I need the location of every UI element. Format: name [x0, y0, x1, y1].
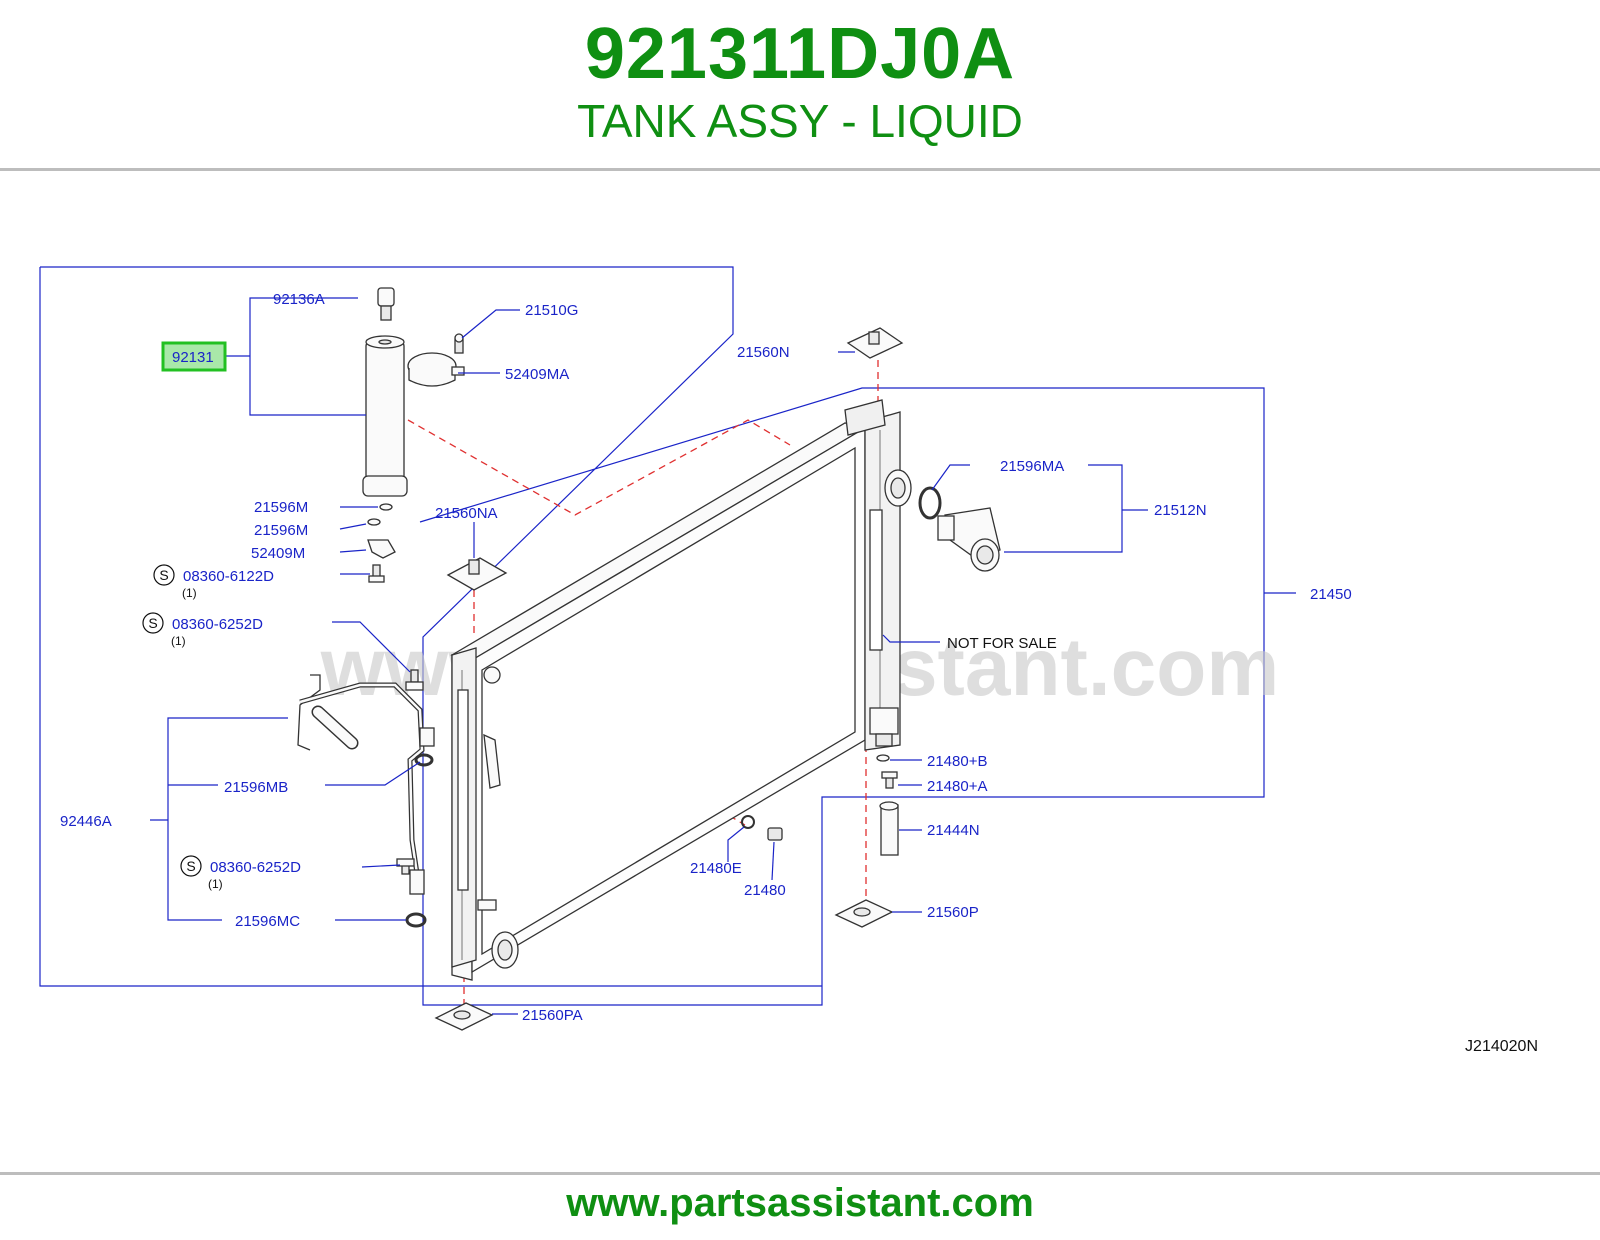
drain-plug-21480 [767, 827, 783, 841]
leader-21596MB [325, 761, 421, 786]
label-92446A[interactable]: 92446A [60, 813, 112, 830]
connector-21512N [937, 507, 1001, 572]
label-21444N[interactable]: 21444N [927, 822, 980, 839]
label-21480[interactable]: 21480 [744, 882, 786, 899]
label-08360-6252D-lower[interactable]: 08360-6252D [210, 859, 301, 876]
o-ring-21596MC [405, 912, 427, 928]
screw-symbol-3 [180, 855, 202, 877]
label-21510G[interactable]: 21510G [525, 302, 578, 319]
drawing-code: J214020N [1465, 1038, 1538, 1055]
label-21596M-1[interactable]: 21596M [254, 499, 308, 516]
radiator-21450 [450, 399, 912, 981]
label-21596MC[interactable]: 21596MC [235, 913, 300, 930]
label-21560NA[interactable]: 21560NA [435, 505, 498, 522]
label-21596M-2[interactable]: 21596M [254, 522, 308, 539]
group-frame-left [39, 267, 822, 987]
label-92136A[interactable]: 92136A [273, 291, 325, 308]
washer-21596M-1 [379, 503, 393, 511]
o-ring-21596MB [414, 753, 434, 767]
parts-diagram: www.partsassistant.com [0, 240, 1600, 1100]
bracket-52409MA [407, 352, 465, 387]
screw-symbol-1-text: S [159, 567, 168, 583]
liquid-tank-92131 [362, 335, 408, 497]
label-21560P[interactable]: 21560P [927, 904, 979, 921]
bolt-08360-6252D-lower [396, 858, 415, 875]
leader-21596MA [931, 464, 970, 491]
label-21450[interactable]: 21450 [1310, 586, 1352, 603]
dash-tank-to-radiator [407, 419, 791, 516]
leader-08360-6252D-upper [332, 621, 411, 673]
label-21596MA[interactable]: 21596MA [1000, 458, 1064, 475]
mount-21560N [846, 327, 904, 359]
qty-2: (1) [171, 634, 186, 648]
bolt-21510G [454, 333, 464, 354]
label-92131-highlighted[interactable]: 92131 [172, 349, 214, 366]
part-number-title: 921311DJ0A [584, 14, 1016, 94]
group-frame-upper [40, 266, 1265, 1006]
bracket-52409M [367, 539, 396, 559]
bolt-08360-6252D-upper [405, 669, 424, 691]
mount-21560NA [446, 557, 508, 591]
leader-08360-6252D-lower [361, 864, 401, 868]
leader-52409M [339, 549, 367, 553]
label-21512N[interactable]: 21512N [1154, 502, 1207, 519]
pressure-switch-92136A [377, 287, 395, 321]
screw-symbol-2-text: S [148, 615, 157, 631]
label-08360-6252D-upper[interactable]: 08360-6252D [172, 616, 263, 633]
leader-92136A-92131 [249, 297, 366, 416]
plug-21480A [881, 771, 898, 789]
label-21560N[interactable]: 21560N [737, 344, 790, 361]
part-name-subtitle: TANK ASSY - LIQUID [577, 95, 1023, 147]
seal-21480E [741, 815, 755, 829]
header-divider [0, 168, 1600, 171]
o-ring-21596MA [918, 486, 942, 520]
leader-21510G [461, 309, 520, 339]
leader-21596M-2 [339, 523, 367, 530]
label-21480B[interactable]: 21480+B [927, 753, 987, 770]
pipe-21444N [879, 801, 899, 856]
qty-1: (1) [182, 586, 197, 600]
leader-92446A-bracket [167, 717, 288, 921]
highlight-box-92131 [161, 341, 227, 372]
page-header: 921311DJ0A TANK ASSY - LIQUID [0, 0, 1600, 168]
screw-symbol-3-text: S [186, 858, 195, 874]
leader-21480 [771, 841, 775, 881]
label-21560PA[interactable]: 21560PA [522, 1007, 583, 1024]
label-52409MA[interactable]: 52409MA [505, 366, 569, 383]
bolt-08360-6122D [368, 564, 385, 583]
oil-pipe-92446A [297, 674, 435, 895]
washer-21596M-2 [367, 518, 381, 526]
label-21480A[interactable]: 21480+A [927, 778, 987, 795]
screw-symbol-1 [153, 564, 175, 586]
mount-21560PA [434, 1002, 494, 1031]
leader-not-for-sale [882, 634, 940, 643]
label-21480E[interactable]: 21480E [690, 860, 742, 877]
screw-symbol-2 [142, 612, 164, 634]
leader-21512N-bracket [1004, 464, 1123, 553]
leader-21480E [727, 826, 745, 862]
seal-21480B [876, 754, 890, 762]
footer-url-link[interactable]: www.partsassistant.com [566, 1181, 1034, 1225]
qty-3: (1) [208, 877, 223, 891]
footer-divider [0, 1172, 1600, 1175]
label-52409M[interactable]: 52409M [251, 545, 305, 562]
mount-21560P [834, 899, 894, 928]
label-21596MB[interactable]: 21596MB [224, 779, 288, 796]
label-08360-6122D[interactable]: 08360-6122D [183, 568, 274, 585]
not-for-sale-text: NOT FOR SALE [947, 635, 1057, 652]
